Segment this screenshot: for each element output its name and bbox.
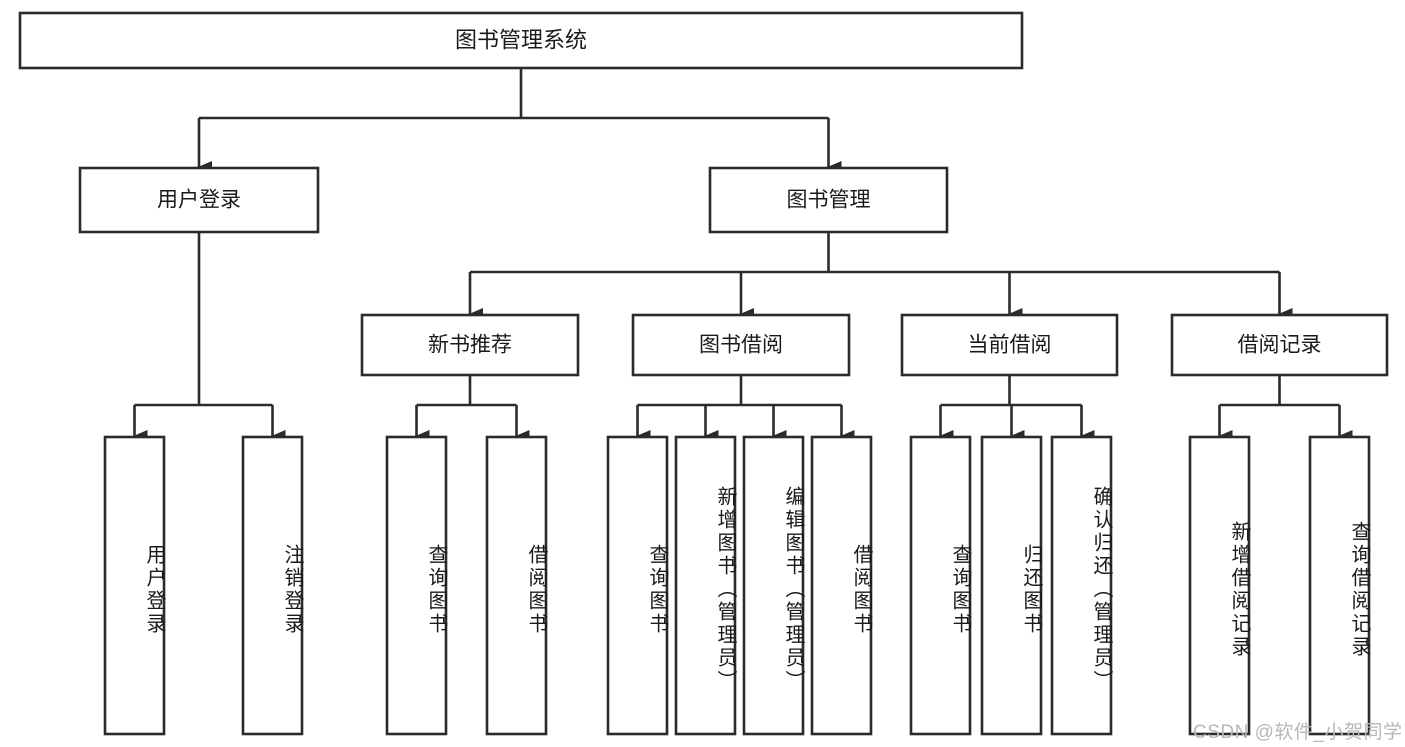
- leaf-node-box-1-2-2[interactable]: [1050, 435, 1113, 736]
- level3-node-box-1-3[interactable]: [1170, 313, 1389, 377]
- leaf-node-box-1-2-0[interactable]: [909, 435, 972, 736]
- leaf-node-box-0-0[interactable]: [103, 435, 166, 736]
- leaf-node-box-1-0-1[interactable]: [485, 435, 548, 736]
- level2-node-label-0: 用户登录: [157, 189, 241, 212]
- connector-lines: [133, 68, 1353, 442]
- level3-node-label-1-1: 图书借阅: [699, 334, 783, 357]
- level2-node-label-1: 图书管理: [787, 189, 871, 212]
- level2-node-box-1[interactable]: [708, 166, 949, 234]
- level3-node-box-1-2[interactable]: [900, 313, 1119, 377]
- level2-node-box-0[interactable]: [78, 166, 320, 234]
- csdn-watermark: CSDN @软件_小贺同学: [1193, 722, 1403, 743]
- level3-node-box-1-1[interactable]: [631, 313, 851, 377]
- level3-node-label-1-3: 借阅记录: [1238, 334, 1322, 357]
- root-node-label: 图书管理系统: [455, 27, 587, 52]
- leaf-node-box-1-1-2[interactable]: [742, 435, 805, 736]
- level3-node-label-1-2: 当前借阅: [968, 334, 1052, 357]
- root-node-box[interactable]: [18, 11, 1024, 70]
- leaf-node-box-1-1-3[interactable]: [810, 435, 873, 736]
- leaf-node-box-1-0-0[interactable]: [385, 435, 448, 736]
- leaf-node-box-1-1-1[interactable]: [674, 435, 737, 736]
- leaf-node-box-1-3-0[interactable]: [1188, 435, 1251, 736]
- leaf-node-box-0-1[interactable]: [241, 435, 304, 736]
- leaf-node-box-1-1-0[interactable]: [606, 435, 669, 736]
- leaf-node-box-1-3-1[interactable]: [1308, 435, 1371, 736]
- leaf-node-box-1-2-1[interactable]: [980, 435, 1043, 736]
- level3-node-label-1-0: 新书推荐: [428, 334, 512, 357]
- level3-node-box-1-0[interactable]: [360, 313, 580, 377]
